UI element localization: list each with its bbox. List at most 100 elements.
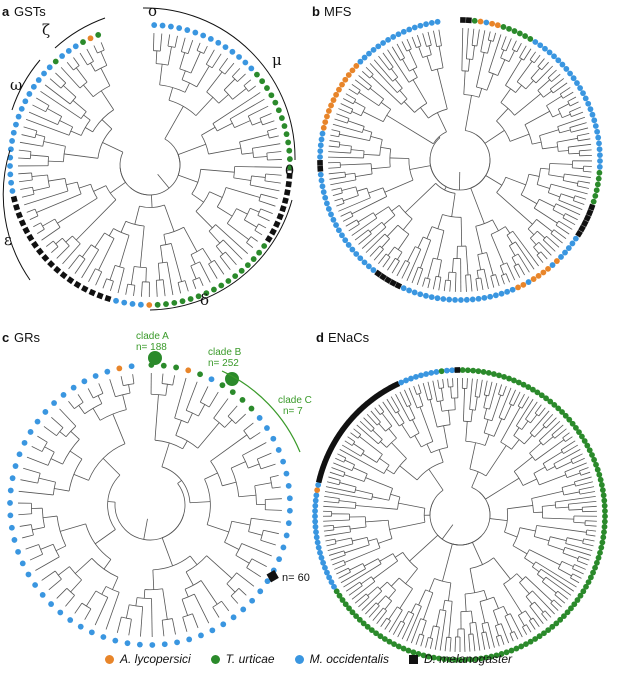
tree-branch [65,595,75,607]
tree-branch [387,258,396,271]
tree-branch [560,440,576,451]
tree-branch [488,381,493,396]
tree-branch [535,561,577,588]
tip-dot-lycopersici [333,91,340,98]
tip-dot-urticae [368,627,375,634]
tip-dot-urticae [516,30,523,37]
tree-branch [408,49,418,68]
tree-branch [515,241,535,270]
tree-branch [354,79,369,91]
tree-branch [526,624,532,633]
tree-branch [549,163,573,165]
tip-dot-occidentalis [11,537,18,543]
tree-branch [344,547,381,563]
tree-branch [212,92,261,124]
tree-branch [140,281,143,297]
tree-branch [109,379,116,397]
tree-branch [423,592,434,620]
tree-branch [401,424,411,439]
tip-dot-urticae [250,256,257,262]
tree-branch [327,543,354,552]
tree-branch [469,378,473,410]
tree-branch [368,187,384,194]
arc-zeta [54,17,106,49]
tip-dot-occidentalis [361,259,368,266]
tree-branch [380,102,391,110]
tip-dot-occidentalis [128,363,135,370]
tree-branch [210,434,248,462]
tip-dot-occidentalis [357,255,364,262]
tip-dot-urticae [525,384,532,390]
tree-branch [333,462,353,471]
tip-square-melanogaster [285,181,292,188]
tree-branch [498,387,512,418]
tree-branch [374,206,389,216]
tree-branch [213,398,229,419]
tree-branch [100,90,115,110]
tree-branch [454,397,456,410]
tree-branch [162,279,166,297]
tip-dot-urticae [557,616,564,623]
tree-branch [60,523,86,532]
tree-branch [125,284,129,295]
tip-dot-occidentalis [286,495,293,502]
tip-dot-occidentalis [333,222,339,228]
tip-dot-occidentalis [322,194,329,201]
tip-dot-occidentalis [318,177,325,184]
tree-branch [505,58,522,86]
tree-branch [475,622,481,651]
tree-branch [412,68,418,78]
tree-branch [92,408,101,421]
tip-dot-urticae [520,381,527,388]
tree-branch [513,456,533,472]
tree-branch [472,45,475,60]
tree-branch [476,29,480,47]
tree-branch [159,64,163,85]
tree-branch [565,213,578,221]
tree-branch [265,173,282,176]
tip-dot-occidentalis [48,601,54,607]
tree-branch [509,133,530,142]
tip-dot-urticae [589,452,595,458]
tip-dot-occidentalis [100,634,107,640]
tip-dot-occidentalis [551,53,557,60]
tip-dot-occidentalis [345,242,352,248]
tree-branch [382,52,394,68]
tree-branch [569,101,579,107]
tree-branch [235,413,246,424]
tip-dot-urticae [515,379,522,386]
tree-branch [190,254,196,265]
tree-branch [368,538,377,542]
tree-branch [547,544,565,551]
tree-branch [103,559,112,570]
tip-dot-urticae [472,656,479,663]
tip-dot-urticae [562,412,569,419]
tree-branch [506,234,513,245]
tree-branch [355,173,373,177]
tree-branch [506,262,516,281]
tree-branch [342,215,354,222]
tree-branch [426,443,432,453]
tree-branch [392,620,402,635]
tree-branch [566,472,581,479]
tree-branch [420,635,425,647]
tip-dot-occidentalis [317,171,324,178]
tree-branch [469,568,476,593]
tree-branch [185,571,194,586]
tree-branch [130,149,181,196]
tree-branch [350,526,367,530]
tip-dot-occidentalis [559,61,566,68]
tree-branch [562,432,570,439]
tip-dot-urticae [599,487,606,494]
tree-branch [340,103,353,110]
tip-dot-occidentalis [458,297,464,303]
tree-branch [427,258,434,279]
tree-branch [538,241,552,256]
tree-branch [109,280,114,292]
tip-square-melanogaster [454,367,461,373]
tree-branch [79,52,88,66]
tree-branch [486,252,494,276]
tree-branch [493,557,511,580]
tip-dot-occidentalis [215,39,222,46]
tree-a [7,22,293,308]
